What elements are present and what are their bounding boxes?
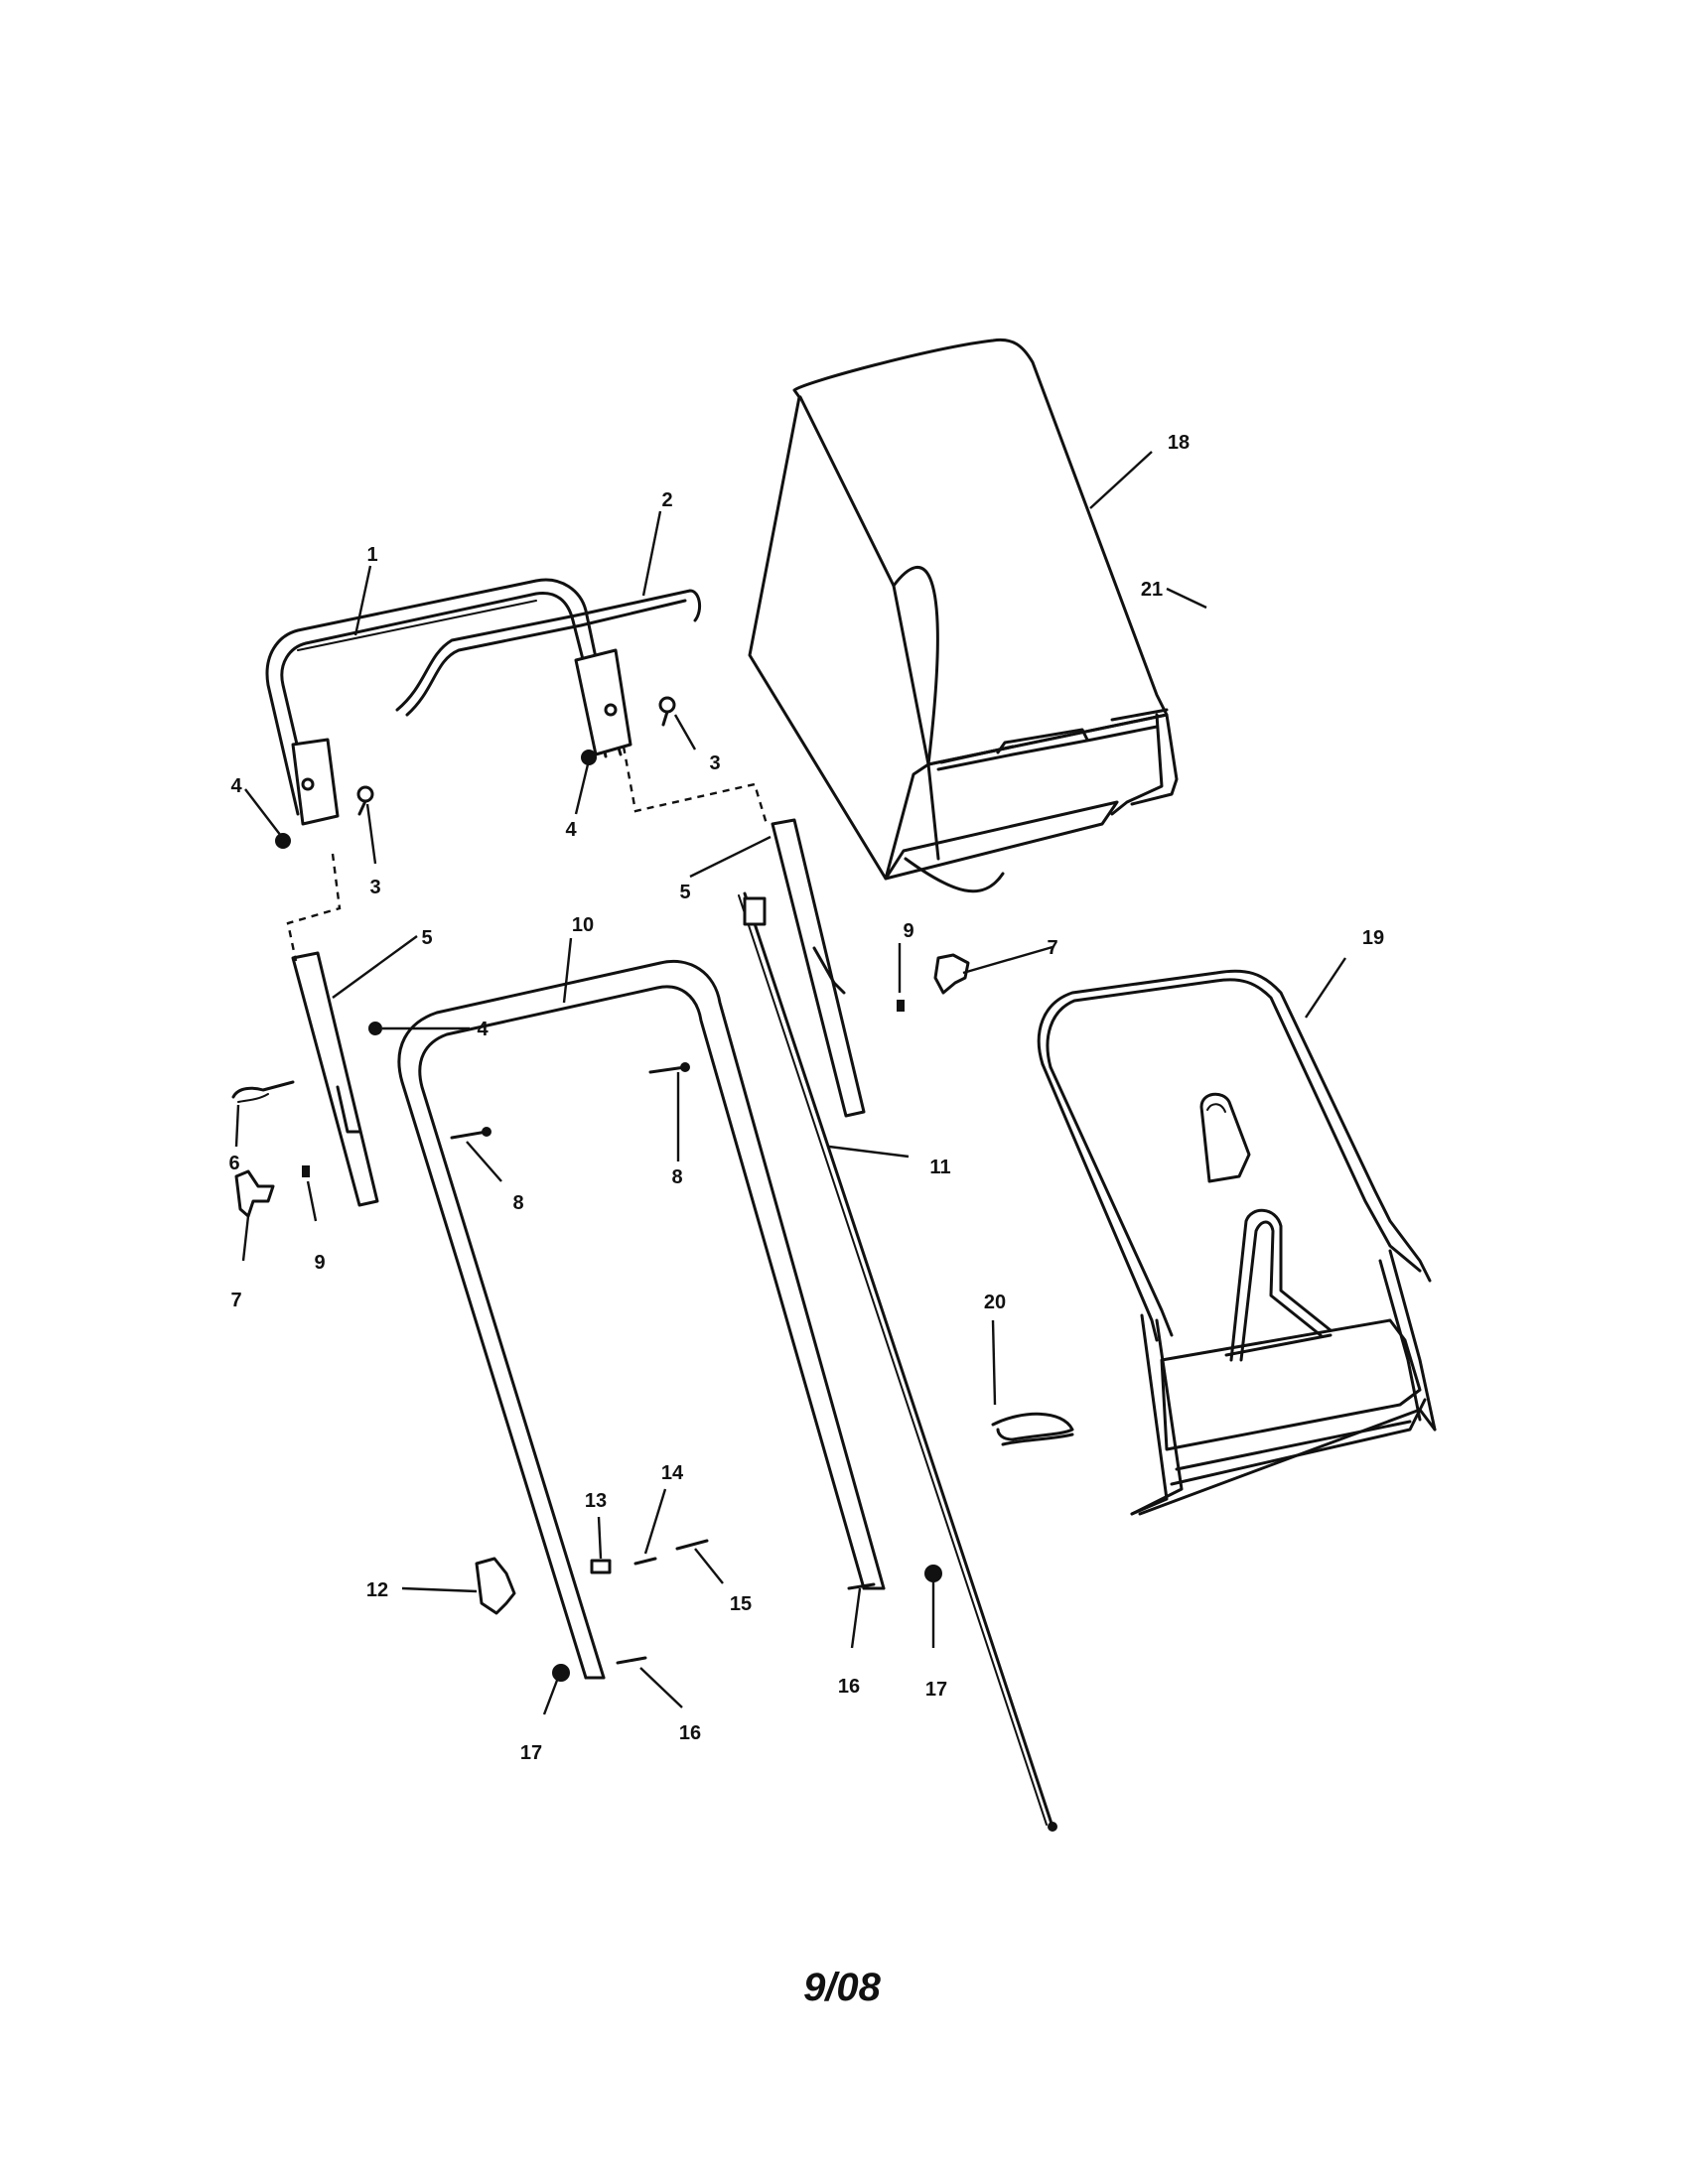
- callout-10: 10: [572, 914, 594, 936]
- callout-9-right: 9: [903, 920, 913, 942]
- revision-date: 9/08: [803, 1966, 881, 2009]
- callout-3-left: 3: [369, 877, 380, 898]
- part-14-spring: [633, 1557, 657, 1566]
- part-7-knob-right: [933, 953, 970, 995]
- part-8-bolt-left: [450, 1127, 491, 1140]
- callout-13: 13: [585, 1490, 607, 1512]
- callout-15: 15: [730, 1593, 752, 1615]
- callout-16-left: 16: [679, 1722, 701, 1744]
- callout-4-middle: 4: [477, 1019, 489, 1040]
- part-13-bushing: [590, 1559, 612, 1574]
- part-18-grass-bag-cover: [748, 338, 1179, 893]
- callout-16-right: 16: [838, 1676, 860, 1698]
- part-6-latch: [231, 1080, 295, 1103]
- part-4-nut-right: [581, 750, 597, 765]
- callout-20: 20: [984, 1292, 1006, 1313]
- callout-4-right: 4: [565, 819, 577, 841]
- callout-1: 1: [366, 544, 377, 566]
- callout-19: 19: [1362, 927, 1384, 949]
- part-20-strap: [991, 1412, 1074, 1446]
- callout-17-right: 17: [925, 1679, 947, 1701]
- part-3-bolt-right: [658, 696, 676, 727]
- callout-12: 12: [366, 1579, 388, 1601]
- callout-5-left: 5: [421, 927, 432, 949]
- callout-11: 11: [929, 1157, 950, 1178]
- alignment-lines: [286, 746, 769, 962]
- callout-8-left: 8: [512, 1192, 523, 1214]
- part-5-bracket-right: [771, 818, 866, 1118]
- part-3-bolt-left: [356, 785, 374, 816]
- leader-lines: [234, 451, 1346, 1715]
- part-9-spacer-right: [897, 1000, 905, 1012]
- callout-6: 6: [228, 1153, 239, 1174]
- part-11-control-cable: [738, 891, 1057, 1832]
- part-1-upper-handle: [265, 578, 632, 826]
- part-16-bolt-left: [616, 1656, 647, 1665]
- callout-21: 21: [1141, 579, 1163, 601]
- part-16-bolt-right: [847, 1582, 876, 1590]
- callout-9-left: 9: [314, 1252, 325, 1274]
- callout-5-right: 5: [679, 882, 690, 903]
- part-8-bolt-right: [648, 1062, 690, 1074]
- part-17-knob-right: [924, 1565, 942, 1582]
- callout-14: 14: [661, 1462, 684, 1484]
- callout-labels: 1 2 3 3 4 4 4 5 5 6 7 7 8 8 9 9 10 11 12…: [228, 432, 1384, 1764]
- part-21-bag-insert: [1199, 1092, 1251, 1183]
- callout-7-right: 7: [1047, 937, 1057, 959]
- part-15-pin: [675, 1539, 709, 1551]
- callout-3-right: 3: [709, 752, 720, 774]
- callout-7-left: 7: [230, 1290, 241, 1311]
- part-2-control-bail: [395, 589, 702, 717]
- part-9-spacer-left: [302, 1165, 310, 1177]
- callout-8-right: 8: [671, 1166, 682, 1188]
- callout-18: 18: [1168, 432, 1190, 454]
- part-10-lower-handle: [397, 960, 886, 1680]
- part-4-nut-left: [275, 833, 291, 849]
- part-5-bracket-left: [291, 951, 379, 1207]
- part-7-knob-left: [234, 1169, 275, 1218]
- part-12-cable-guide: [475, 1557, 516, 1615]
- callout-4-left: 4: [230, 775, 242, 797]
- part-4-nut-middle: [368, 1022, 382, 1035]
- part-19-bag-frame: [1037, 969, 1437, 1516]
- part-17-knob-left: [552, 1664, 570, 1682]
- callout-17-left: 17: [520, 1742, 542, 1764]
- callout-2: 2: [661, 489, 672, 511]
